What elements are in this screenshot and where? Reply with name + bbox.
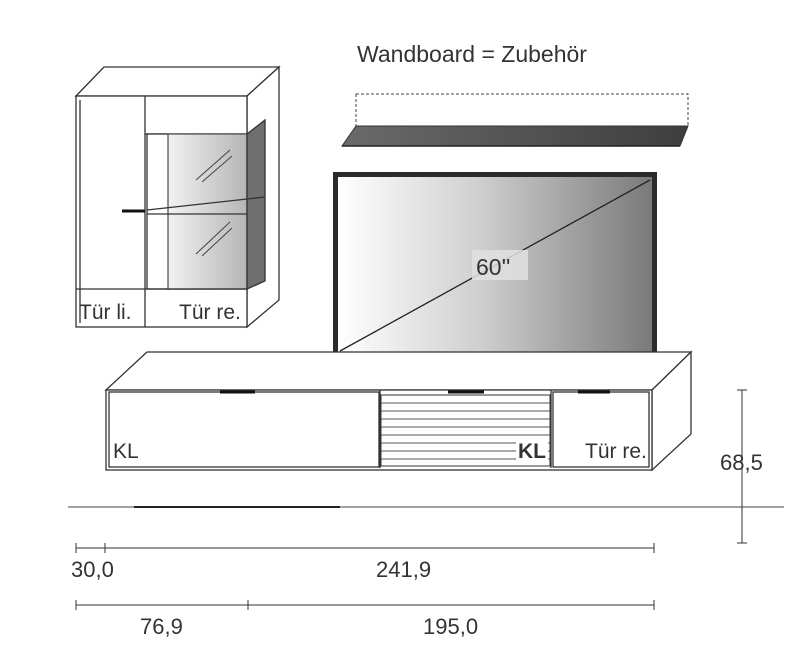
- cabinet-left-door-label: Tür li.: [79, 301, 132, 324]
- glass-cabinet: [74, 65, 281, 329]
- lowboard-left-drawer-label: KL: [113, 440, 139, 463]
- lowboard-right-door-label: Tür re.: [585, 440, 647, 463]
- height-dimension: 68,5: [720, 450, 763, 475]
- lowboard: [104, 350, 693, 472]
- dimension-195: 195,0: [423, 614, 478, 639]
- lowboard-center-drawer-label: KL: [518, 440, 546, 463]
- width-dimension-line-1: [75, 543, 655, 553]
- dimension-30: 30,0: [71, 557, 114, 582]
- accessory-label: Wandboard = Zubehör: [357, 41, 587, 67]
- dimension-76: 76,9: [140, 614, 183, 639]
- width-dimension-line-2: [75, 600, 655, 610]
- dimension-241: 241,9: [376, 557, 431, 582]
- wall-shelf: [341, 93, 689, 147]
- height-dimension-line: [737, 389, 747, 544]
- tv-size-label: 60'': [476, 254, 510, 280]
- cabinet-right-door-label: Tür re.: [179, 301, 241, 324]
